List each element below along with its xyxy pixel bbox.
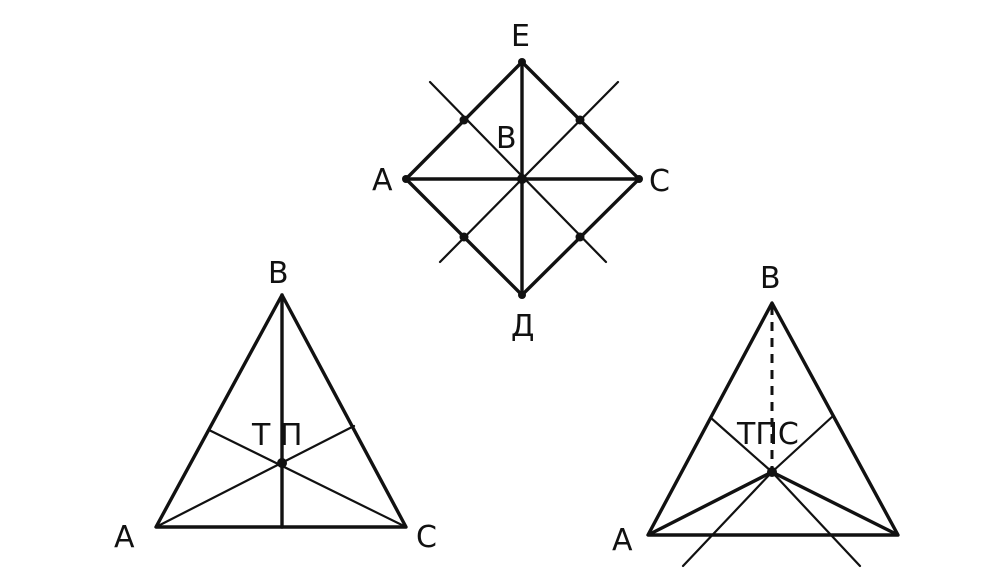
square-edge-point-lr <box>575 232 585 242</box>
right-triangle-figure: В А ТПС <box>612 261 900 568</box>
square-label-left: А <box>372 163 393 198</box>
right-triangle-median-left <box>709 416 774 474</box>
right-triangle-label-top: В <box>760 261 781 296</box>
right-triangle-label-center: ТПС <box>736 417 799 452</box>
right-triangle-outline <box>646 301 900 537</box>
right-triangle-center-point <box>767 467 777 477</box>
left-triangle-label-top: В <box>268 256 289 291</box>
left-triangle-label-right: С <box>416 520 437 555</box>
square-point-bottom <box>518 291 526 299</box>
right-triangle-line-to-a <box>648 470 774 536</box>
left-triangle-label-left: А <box>114 520 135 555</box>
square-figure: Е В А С Д <box>372 19 670 344</box>
left-triangle-median-from-c <box>207 428 408 529</box>
square-label-top: Е <box>511 19 530 54</box>
square-edge-point-ur <box>575 115 585 125</box>
right-triangle-extension-left <box>681 470 774 568</box>
square-label-bottom: Д <box>511 309 534 344</box>
square-edge-point-ll <box>459 232 469 242</box>
right-triangle-extension-right <box>770 470 862 568</box>
left-triangle-center-point <box>277 458 287 468</box>
right-triangle-label-left: А <box>612 523 633 558</box>
square-point-right <box>635 175 643 183</box>
square-center-point <box>517 174 527 184</box>
square-construction-line-1 <box>428 80 608 264</box>
right-triangle-median-right <box>770 414 835 474</box>
square-point-top <box>518 58 526 66</box>
square-construction-line-2 <box>438 80 620 264</box>
left-triangle-label-center: Т П <box>251 418 302 453</box>
square-point-left <box>402 175 410 183</box>
square-edge-point-ul <box>459 115 469 125</box>
square-label-center: В <box>496 121 517 156</box>
left-triangle-median-from-a <box>154 424 356 529</box>
right-triangle-line-to-c <box>770 470 898 536</box>
square-label-right: С <box>649 164 670 199</box>
left-triangle-figure: В А С Т П <box>114 256 437 555</box>
